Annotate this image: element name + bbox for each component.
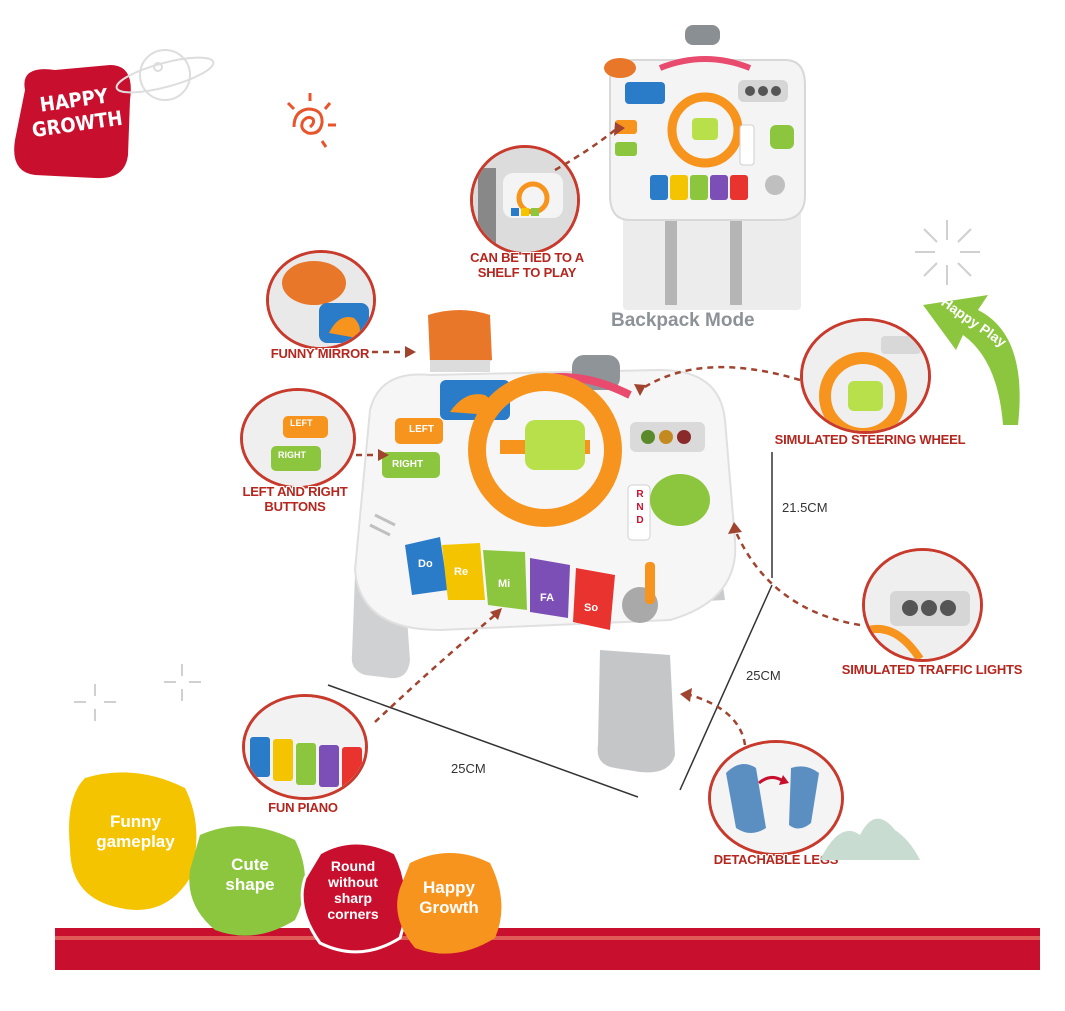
happy-play-arrow [923, 295, 1020, 425]
backpack-mode-label: Backpack Mode [611, 310, 755, 331]
gear-letters: R N D [633, 488, 647, 527]
stripe-highlight [55, 936, 1040, 940]
callout-left-text: LEFT [290, 418, 313, 428]
sun-doodle-icon [286, 93, 336, 148]
traffic-callout-image [862, 548, 983, 662]
gear-letter-r: R [636, 489, 644, 500]
sparkle-doodle-icon [915, 220, 980, 285]
left-button-text: LEFT [409, 424, 434, 435]
round-corners-text: Round without sharp corners [327, 858, 379, 922]
left-right-callout-image [240, 388, 356, 489]
dimension-lines [327, 452, 773, 798]
piano-callout-image [242, 694, 368, 800]
gear-letter-n: N [636, 502, 644, 513]
traffic-lights-label: SIMULATED TRAFFIC LIGHTS [841, 662, 1023, 677]
round-corners-blob [300, 841, 408, 954]
legs-photo [711, 743, 841, 853]
piano-key-re: Re [454, 566, 469, 578]
piano-key-fa: FA [540, 592, 555, 604]
funny-gameplay-text: Funny gameplay [96, 812, 175, 851]
left-right-photo [243, 391, 353, 486]
legs-callout-image [708, 740, 844, 856]
happy-growth-blob [397, 853, 502, 954]
shelf-photo [473, 148, 577, 252]
backpack-mode-toy [604, 25, 806, 305]
steering-wheel-label: SIMULATED STEERING WHEEL [774, 432, 966, 447]
mirror-callout-image [266, 250, 376, 350]
bottom-red-stripe [55, 928, 1040, 970]
happy-growth-badge [14, 65, 131, 179]
shelf-label: CAN BE TIED TO A SHELF TO PLAY [470, 250, 584, 280]
main-toy-table [351, 310, 737, 773]
depth-dimension: 25CM [746, 668, 781, 683]
steering-callout-image [800, 318, 931, 434]
height-dimension: 21.5CM [782, 500, 828, 515]
sparkle-doodle-icon [74, 684, 116, 721]
steering-photo [803, 321, 928, 431]
cute-shape-text: Cute shape [225, 855, 275, 894]
detachable-legs-label: DETACHABLE LEGS [713, 852, 839, 867]
mountain-doodle-icon [820, 818, 920, 860]
happy-growth-text: Happy Growth [419, 878, 479, 917]
right-button-text: RIGHT [392, 459, 424, 470]
mirror-photo [269, 253, 373, 347]
piano-key-do: Do [418, 558, 433, 570]
funny-gameplay-blob [69, 772, 197, 910]
width-dimension: 25CM [451, 761, 486, 776]
gear-letter-d: D [636, 515, 644, 526]
piano-photo [245, 697, 365, 797]
cute-shape-blob [189, 826, 305, 936]
callout-right-text: RIGHT [278, 450, 306, 460]
shelf-callout-image [470, 145, 580, 255]
fun-piano-label: FUN PIANO [268, 800, 338, 815]
piano-key-mi: Mi [498, 578, 511, 590]
traffic-photo [865, 551, 980, 659]
sparkle-doodle-icon [164, 664, 201, 701]
left-right-label: LEFT AND RIGHT BUTTONS [242, 484, 348, 514]
funny-mirror-label: FUNNY MIRROR [270, 346, 370, 361]
piano-key-so: So [584, 602, 599, 614]
planet-doodle-icon [115, 49, 215, 101]
